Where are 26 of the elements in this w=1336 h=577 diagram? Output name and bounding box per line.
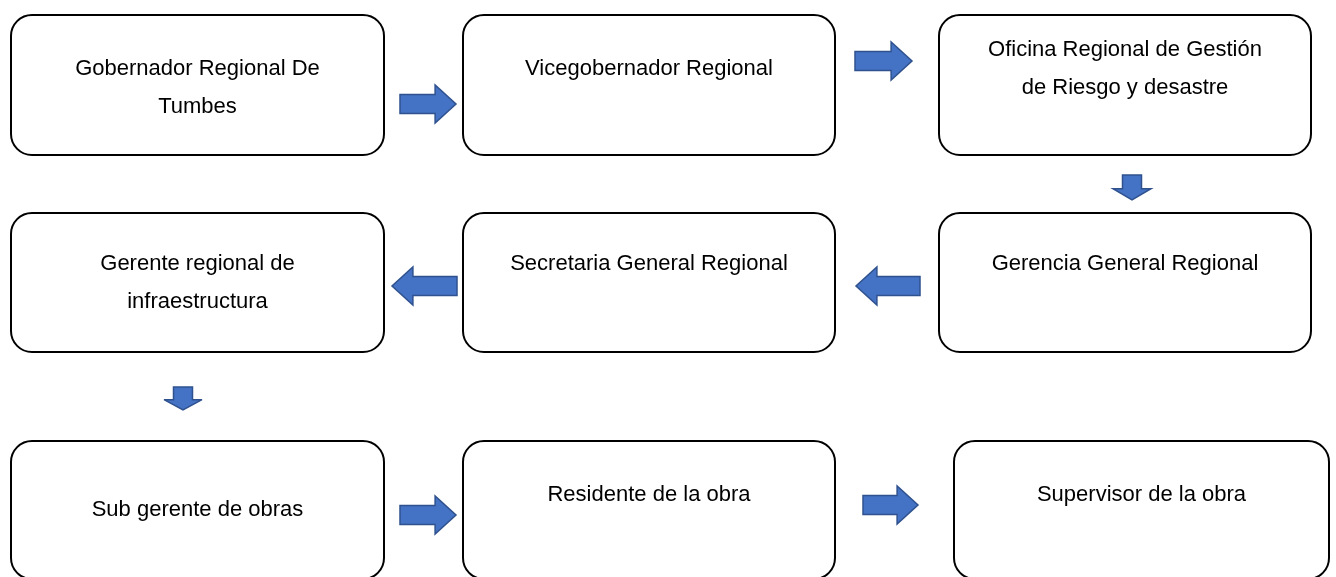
process-box [462,14,836,156]
box-label: Gerente regional de infraestructura [99,249,296,315]
process-box [462,212,836,353]
box-label: Oficina Regional de Gestión de Riesgo y desastre [987,35,1263,101]
block-arrow [854,40,914,82]
box-label: Secretaria General Regional [509,249,789,277]
process-box [10,14,385,156]
box-label: Supervisor de la obra [1035,480,1248,508]
process-box [10,212,385,353]
process-box [938,212,1312,353]
block-arrow [862,484,920,526]
box-label: Sub gerente de obras [90,495,305,523]
block-arrow [399,83,458,125]
block-arrow [163,386,203,411]
block-arrow [399,494,458,536]
block-arrow [854,265,921,307]
box-label: Gobernador Regional De Tumbes [74,54,321,120]
process-box [953,440,1330,577]
process-box [10,440,385,577]
block-arrow [1110,174,1154,201]
process-box [938,14,1312,156]
block-arrow [390,265,458,307]
box-label: Vicegobernador Regional [524,54,774,82]
box-label: Gerencia General Regional [990,249,1260,277]
box-label: Residente de la obra [546,480,752,508]
process-box [462,440,836,577]
